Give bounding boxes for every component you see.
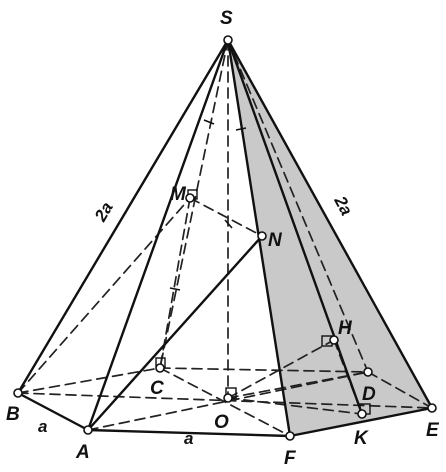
seg-AN [86, 234, 264, 432]
labels: S B A C D E F K O M N H 2a 2a a a [6, 8, 440, 469]
shaded-face-SFE [228, 40, 432, 436]
edge-SK [226, 38, 364, 416]
label-F: F [284, 448, 297, 469]
point-O [223, 393, 233, 403]
point-B [13, 388, 23, 398]
label-S: S [220, 8, 233, 29]
point-H [329, 335, 339, 345]
label-lateral-right: 2a [330, 192, 356, 219]
points [13, 35, 437, 441]
label-lateral-left: 2a [90, 199, 116, 226]
label-O: O [214, 412, 229, 433]
edge-SB [16, 38, 230, 395]
label-M: M [170, 184, 187, 205]
label-N: N [268, 230, 283, 251]
label-B: B [6, 404, 20, 425]
label-A: A [75, 442, 90, 463]
seg-MC [159, 197, 191, 369]
seg-BM [17, 197, 191, 394]
edge-SA [86, 38, 230, 432]
label-K: K [354, 428, 369, 449]
point-S [223, 35, 233, 45]
point-M [185, 193, 195, 203]
seg-OH [227, 339, 335, 399]
point-D [363, 367, 373, 377]
point-F [285, 431, 295, 441]
edge-BC [17, 367, 161, 394]
tick-marks [169, 119, 247, 291]
visible-edges [16, 38, 434, 438]
edge-FE [288, 406, 434, 438]
edge-SC [159, 39, 229, 369]
tick-mark [169, 287, 181, 291]
seg-MN [189, 197, 263, 237]
label-base-AF: a [184, 429, 193, 448]
tick-mark [235, 127, 247, 131]
diag-BE [17, 392, 433, 409]
diag-CF [159, 367, 291, 437]
point-E [427, 403, 437, 413]
edge-SE [226, 38, 434, 410]
edge-DE [367, 371, 433, 409]
point-K [357, 409, 367, 419]
label-C: C [150, 378, 164, 399]
tick-mark [224, 219, 233, 229]
point-C [155, 363, 165, 373]
point-A [83, 425, 93, 435]
label-base-AB: a [38, 417, 47, 436]
edge-AB [16, 391, 90, 432]
label-D: D [362, 384, 376, 405]
tick-mark [203, 119, 215, 125]
diag-AD [87, 371, 369, 431]
label-H: H [338, 318, 353, 339]
label-E: E [426, 420, 440, 441]
edge-SD [227, 39, 369, 373]
edge-CD [159, 367, 369, 373]
seg-OD [227, 371, 369, 399]
seg-OK [227, 397, 363, 415]
edge-AF [86, 428, 292, 438]
point-N [257, 231, 267, 241]
